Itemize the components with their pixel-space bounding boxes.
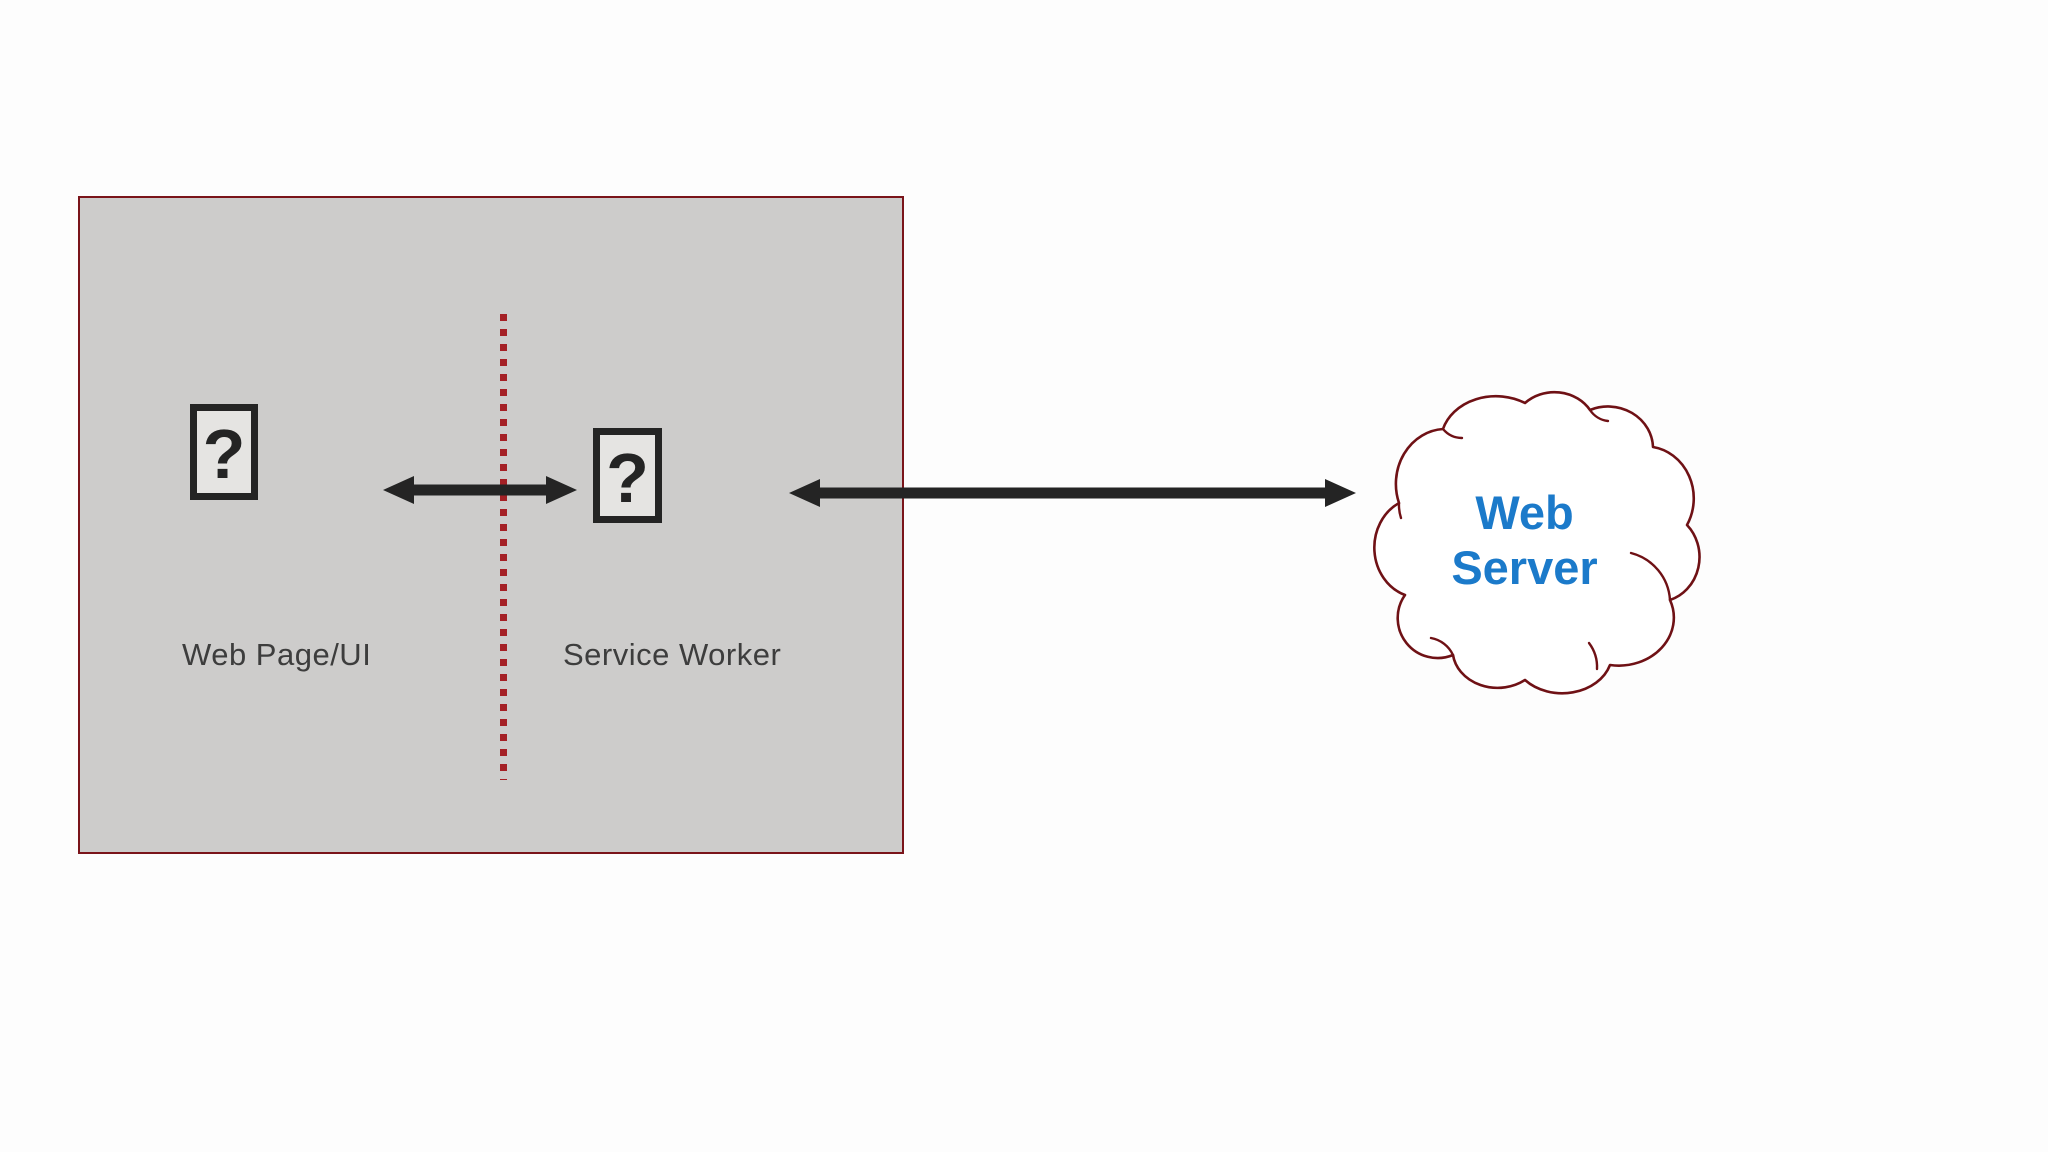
question-mark-glyph: ? bbox=[606, 438, 649, 517]
web-page-ui-label: Web Page/UI bbox=[182, 637, 372, 672]
web-server-label-line2: Server bbox=[1451, 540, 1598, 594]
web-page-broken-image-icon: ? bbox=[190, 404, 258, 500]
client-process-box bbox=[78, 196, 904, 854]
service-worker-label: Service Worker bbox=[563, 637, 782, 672]
question-mark-glyph: ? bbox=[202, 415, 246, 493]
process-boundary-dotted-line bbox=[500, 314, 507, 780]
web-server-label-line1: Web bbox=[1475, 485, 1574, 539]
service-worker-broken-image-icon: ? bbox=[593, 428, 662, 523]
web-server-label: Web Server bbox=[1357, 377, 1692, 704]
